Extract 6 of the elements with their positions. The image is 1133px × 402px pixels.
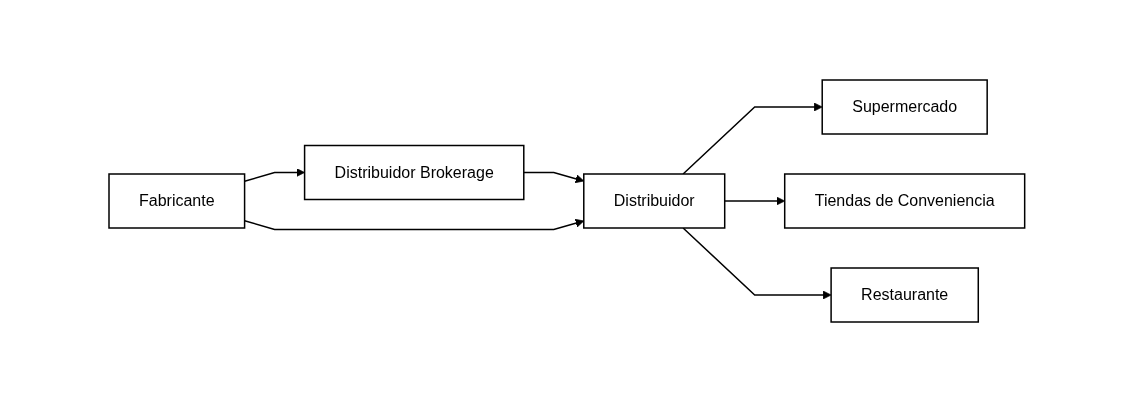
node-box: Supermercado <box>821 79 988 135</box>
node-box: Tiendas de Conveniencia <box>783 173 1026 229</box>
node-box: Restaurante <box>830 267 979 323</box>
node-box: Fabricante <box>107 173 245 229</box>
node-box: Distribuidor Brokerage <box>303 144 525 201</box>
node-box: Distribuidor <box>582 173 726 229</box>
